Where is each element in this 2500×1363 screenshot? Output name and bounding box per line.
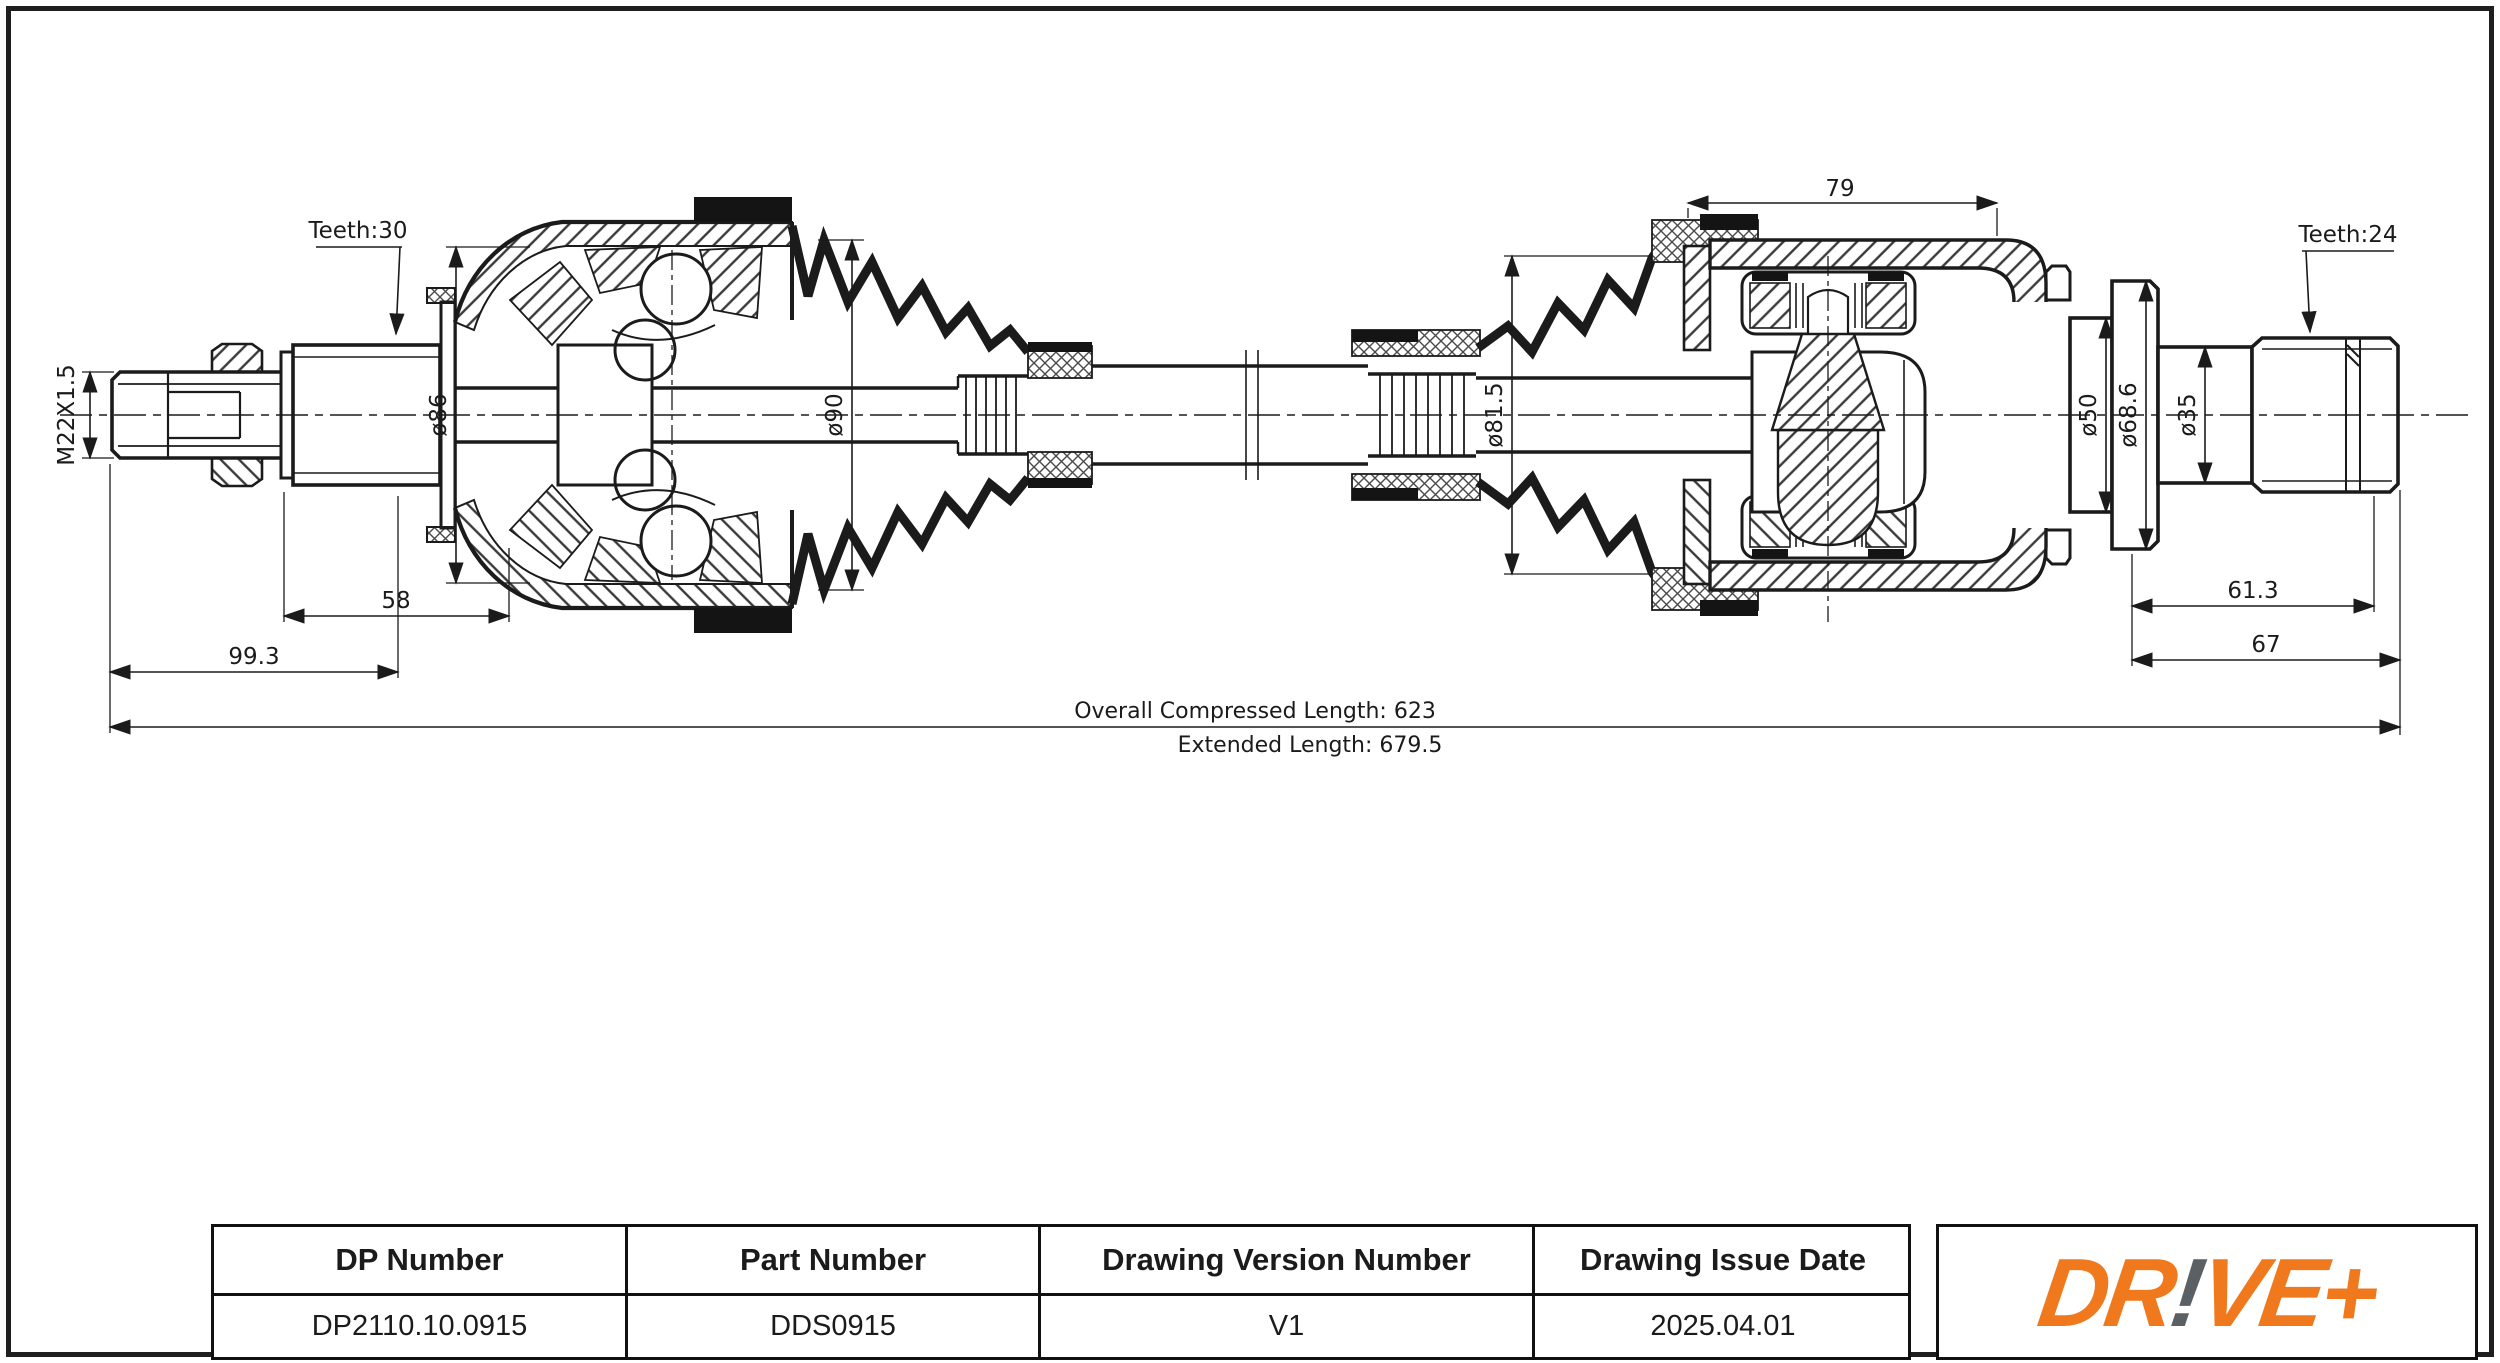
dp-number-value: DP2110.10.0915 bbox=[214, 1296, 628, 1357]
issue-date-header: Drawing Issue Date bbox=[1535, 1227, 1911, 1296]
teeth-left-label: Teeth:30 bbox=[307, 218, 407, 244]
dim58-label: 58 bbox=[381, 588, 410, 614]
dim67-label: 67 bbox=[2251, 632, 2280, 658]
dimensions bbox=[82, 195, 2402, 735]
logo-dr: DR bbox=[2032, 1237, 2180, 1347]
axle-upper-half bbox=[210, 197, 2072, 382]
extended-length-label: Extended Length: 679.5 bbox=[1178, 733, 1443, 758]
dia35-label: ø35 bbox=[2175, 393, 2201, 436]
compressed-length-label: Overall Compressed Length: 623 bbox=[1074, 699, 1436, 724]
dp-number-header: DP Number bbox=[214, 1227, 628, 1296]
title-block-table: DP Number Part Number Drawing Version Nu… bbox=[211, 1224, 1911, 1360]
tripod-spider bbox=[1750, 332, 1927, 547]
logo-veplus: VE+ bbox=[2192, 1237, 2382, 1347]
issue-date-value: 2025.04.01 bbox=[1650, 1310, 1796, 1342]
brand-logo-box: DR!VE+ bbox=[1936, 1224, 2478, 1360]
drawing-version-header: Drawing Version Number bbox=[1041, 1227, 1535, 1296]
dia86-label: ø86 bbox=[426, 393, 452, 436]
part-number-value: DDS0915 bbox=[628, 1296, 1041, 1357]
teeth-right-label: Teeth:24 bbox=[2297, 222, 2397, 248]
dia81-label: ø81.5 bbox=[1482, 382, 1508, 447]
thread-label: M22X1.5 bbox=[54, 364, 80, 465]
dia50-label: ø50 bbox=[2076, 393, 2102, 436]
part-number-header: Part Number bbox=[628, 1227, 1041, 1296]
drive-plus-logo: DR!VE+ bbox=[2032, 1238, 2382, 1347]
drawing-version-value: V1 bbox=[1041, 1296, 1535, 1357]
dimension-labels: Teeth:30 M22X1.5 ø86 ø90 ø81.5 79 Teeth:… bbox=[54, 176, 2398, 758]
dia90-label: ø90 bbox=[822, 393, 848, 436]
dim79-label: 79 bbox=[1825, 176, 1854, 202]
dia68-label: ø68.6 bbox=[2116, 382, 2142, 447]
dim61-label: 61.3 bbox=[2227, 578, 2278, 604]
dim99-label: 99.3 bbox=[228, 644, 279, 670]
